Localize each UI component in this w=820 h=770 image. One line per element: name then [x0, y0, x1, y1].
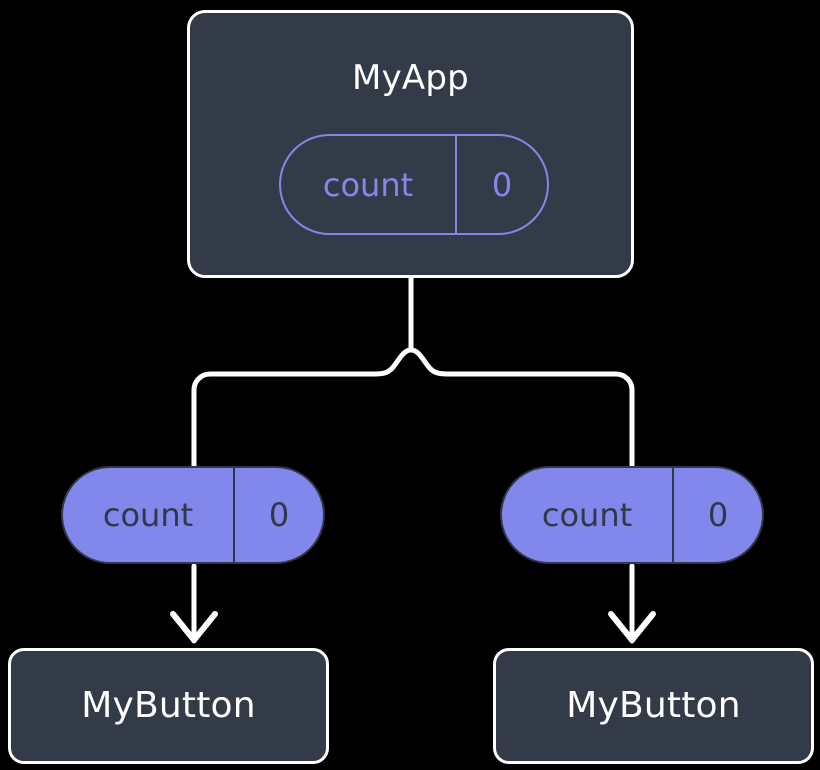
- state-value-child-right: 0: [707, 496, 729, 534]
- state-value-child-left: 0: [268, 496, 290, 534]
- component-card-mybutton-right[interactable]: MyButton: [493, 648, 814, 764]
- state-key-root: count: [281, 136, 457, 233]
- arrowhead-left: [170, 611, 218, 643]
- state-key-child-right: count: [502, 468, 674, 562]
- component-card-mybutton-left[interactable]: MyButton: [8, 648, 329, 764]
- state-pill-child-right[interactable]: count 0: [500, 466, 764, 564]
- state-pill-root[interactable]: count 0: [279, 134, 549, 235]
- arrowhead-right: [608, 611, 656, 643]
- state-key-child-left: count: [63, 468, 235, 562]
- state-pill-child-left[interactable]: count 0: [61, 466, 325, 564]
- component-label-myapp: MyApp: [352, 58, 469, 98]
- component-card-myapp[interactable]: MyApp count 0: [187, 10, 634, 278]
- component-label-mybutton-left: MyButton: [81, 685, 256, 726]
- state-value-root: 0: [491, 165, 513, 204]
- component-label-mybutton-right: MyButton: [566, 685, 741, 726]
